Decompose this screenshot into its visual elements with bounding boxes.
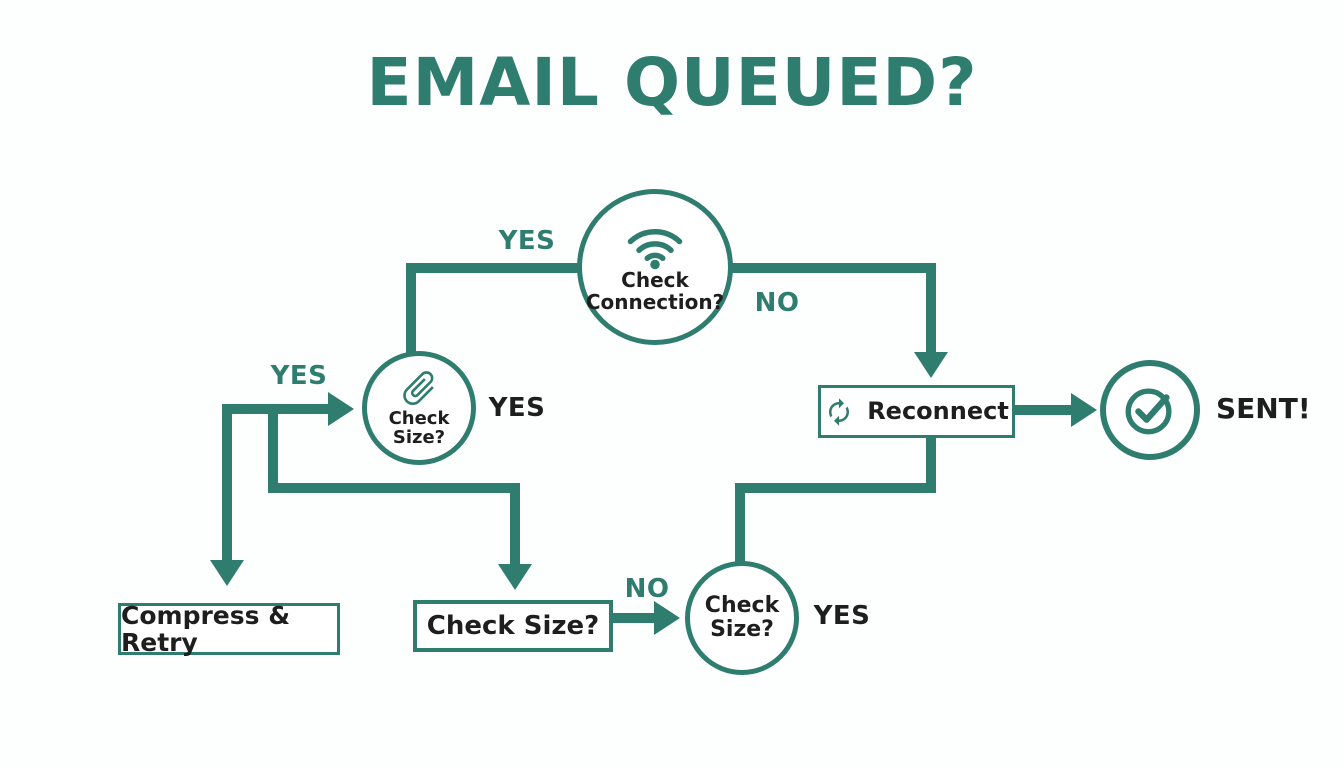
node-check-size-right: Check Size? (685, 561, 799, 675)
edge-into-size-circle-right-vline (735, 483, 745, 562)
node-compress-retry: Compress & Retry (118, 601, 340, 657)
label-connection-yes: YES (498, 226, 556, 256)
edge-mid-vline-2 (510, 483, 520, 566)
arrowhead-into-compress (210, 560, 244, 586)
edge-connection-yes-hline (406, 263, 582, 273)
edge-rect-no-line (613, 613, 658, 623)
edge-reconnect-down-vline (926, 438, 936, 493)
edge-connection-yes-vline (406, 263, 416, 354)
arrowhead-into-reconnect (914, 352, 948, 378)
check-size-right-label-line1: Check (704, 593, 780, 619)
edge-to-compress-vline (222, 404, 232, 564)
edge-mid-vline-1 (268, 404, 278, 493)
sent-label: SENT! (1216, 392, 1311, 425)
label-left-branch-yes: YES (270, 361, 328, 391)
node-sent (1100, 360, 1200, 460)
sync-icon (824, 397, 854, 427)
label-size-rect-no: NO (624, 574, 670, 604)
check-circle-icon (1121, 381, 1179, 439)
paperclip-icon (389, 358, 448, 417)
edge-reconnect-down-hline (735, 483, 936, 493)
node-check-connection: Check Connection? (577, 189, 733, 345)
edge-mid-hline (268, 483, 520, 493)
node-check-size-left: Check Size? (362, 351, 476, 465)
compress-retry-label: Compress & Retry (121, 601, 291, 657)
edge-reconnect-sent-line (1015, 405, 1075, 415)
edge-connection-no-vline (926, 263, 936, 355)
edge-connection-no-hline (728, 263, 936, 273)
node-check-size-rect: Check Size? (413, 600, 613, 652)
page-title: EMAIL QUEUED? (366, 44, 978, 121)
check-connection-label-line1: Check (621, 268, 689, 293)
label-size-right-yes: YES (813, 601, 871, 631)
arrowhead-into-sent (1071, 393, 1097, 427)
wifi-icon (623, 220, 687, 270)
reconnect-label: Reconnect (867, 396, 1009, 425)
arrowhead-into-size-left (328, 392, 354, 426)
node-reconnect: Reconnect (818, 385, 1015, 438)
check-connection-label-line2: Connection? (585, 290, 725, 314)
check-size-left-label: Check Size? (388, 407, 450, 448)
arrowhead-into-size-rect (498, 564, 532, 590)
arrowhead-into-size-circle-right (654, 601, 680, 635)
label-size-left-yes: YES (488, 393, 546, 423)
check-size-right-label-line2: Size? (710, 617, 774, 642)
check-size-rect-label: Check Size? (426, 610, 600, 641)
label-connection-no: NO (754, 288, 800, 318)
